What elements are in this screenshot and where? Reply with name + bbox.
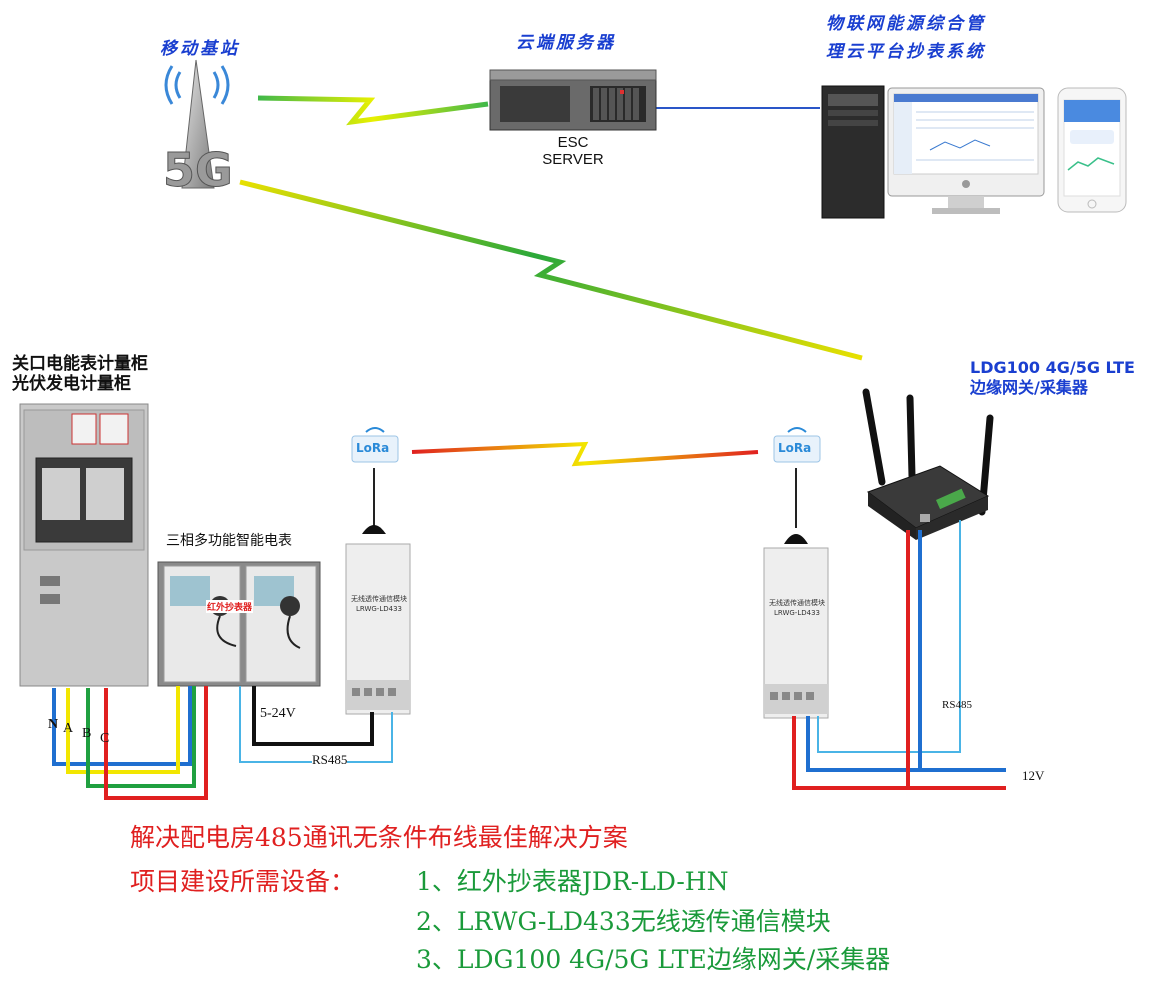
ir-reader-tag: 红外抄表器 <box>206 600 254 613</box>
desktop-computer-icon <box>821 85 1045 219</box>
gateway-title: LDG100 4G/5G LTE 边缘网关/采集器 <box>970 358 1135 398</box>
lora-module-left-text: 无线透传通信模块 LRWG-LD433 <box>350 594 408 614</box>
gateway-line-1: LDG100 4G/5G LTE <box>970 358 1135 377</box>
lora-module-right <box>763 468 829 719</box>
5g-tower-icon: 5G <box>163 59 233 198</box>
svg-text:5G: 5G <box>163 143 233 197</box>
server-line-2: SERVER <box>542 151 604 168</box>
lora-module-left-model: LRWG-LD433 <box>355 605 402 613</box>
platform-line-2: 理云平台抄表系统 <box>826 42 986 62</box>
cabinet-title: 关口电能表计量柜 光伏发电计量柜 <box>12 354 148 394</box>
lora-module-right-model: LRWG-LD433 <box>773 609 820 617</box>
server-caption: ESC SERVER <box>534 134 612 168</box>
phase-label-n: N <box>48 717 59 732</box>
gateway-line-2: 边缘网关/采集器 <box>970 378 1088 397</box>
phase-label-b: B <box>82 726 92 741</box>
meter-title: 三相多功能智能电表 <box>166 533 292 549</box>
lora-badge-right: LoRa <box>778 441 812 455</box>
lora-module-right-title: 无线透传通信模块 <box>769 599 825 607</box>
footer-headline: 解决配电房485通讯无条件布线最佳解决方案 <box>130 823 628 852</box>
lora-module-left <box>345 468 411 715</box>
lora-badge-left: LoRa <box>356 441 390 455</box>
footer-item-2: 2、LRWG-LD433无线透传通信模块 <box>416 907 831 936</box>
cabinet-line-2: 光伏发电计量柜 <box>12 374 131 394</box>
power-label-5-24v: 5-24V <box>260 706 296 721</box>
phase-label-c: C <box>100 731 110 746</box>
rs485-label-left: RS485 <box>312 752 348 768</box>
gateway-antenna-icon <box>862 388 994 540</box>
platform-line-1: 物联网能源综合管 <box>826 14 986 34</box>
power-label-12v: 12V <box>1022 768 1045 783</box>
phase-label-a: A <box>63 721 74 736</box>
wiring-right <box>792 520 1006 790</box>
lora-antenna-icon <box>351 427 821 463</box>
cloud-server-label: 云端服务器 <box>516 33 616 53</box>
footer-item-3: 3、LDG100 4G/5G LTE边缘网关/采集器 <box>416 945 891 974</box>
footer-prefix: 项目建设所需设备： <box>130 867 356 896</box>
cabinet-line-1: 关口电能表计量柜 <box>12 354 148 374</box>
server-line-1: ESC <box>557 134 589 151</box>
metering-cabinet <box>19 403 149 687</box>
rs485-label-right: RS485 <box>942 699 972 711</box>
platform-title: 物联网能源综合管 理云平台抄表系统 <box>826 10 986 66</box>
footer-item-1: 1、红外抄表器JDR-LD-HN <box>416 867 729 896</box>
base-station-label: 移动基站 <box>160 39 240 59</box>
lora-module-right-text: 无线透传通信模块 LRWG-LD433 <box>768 598 826 618</box>
smartphone-icon <box>1057 87 1127 213</box>
lora-module-left-title: 无线透传通信模块 <box>351 595 407 603</box>
lightning-link-icon <box>239 95 863 467</box>
smart-meter-panel <box>157 561 321 687</box>
server-icon <box>489 69 657 131</box>
